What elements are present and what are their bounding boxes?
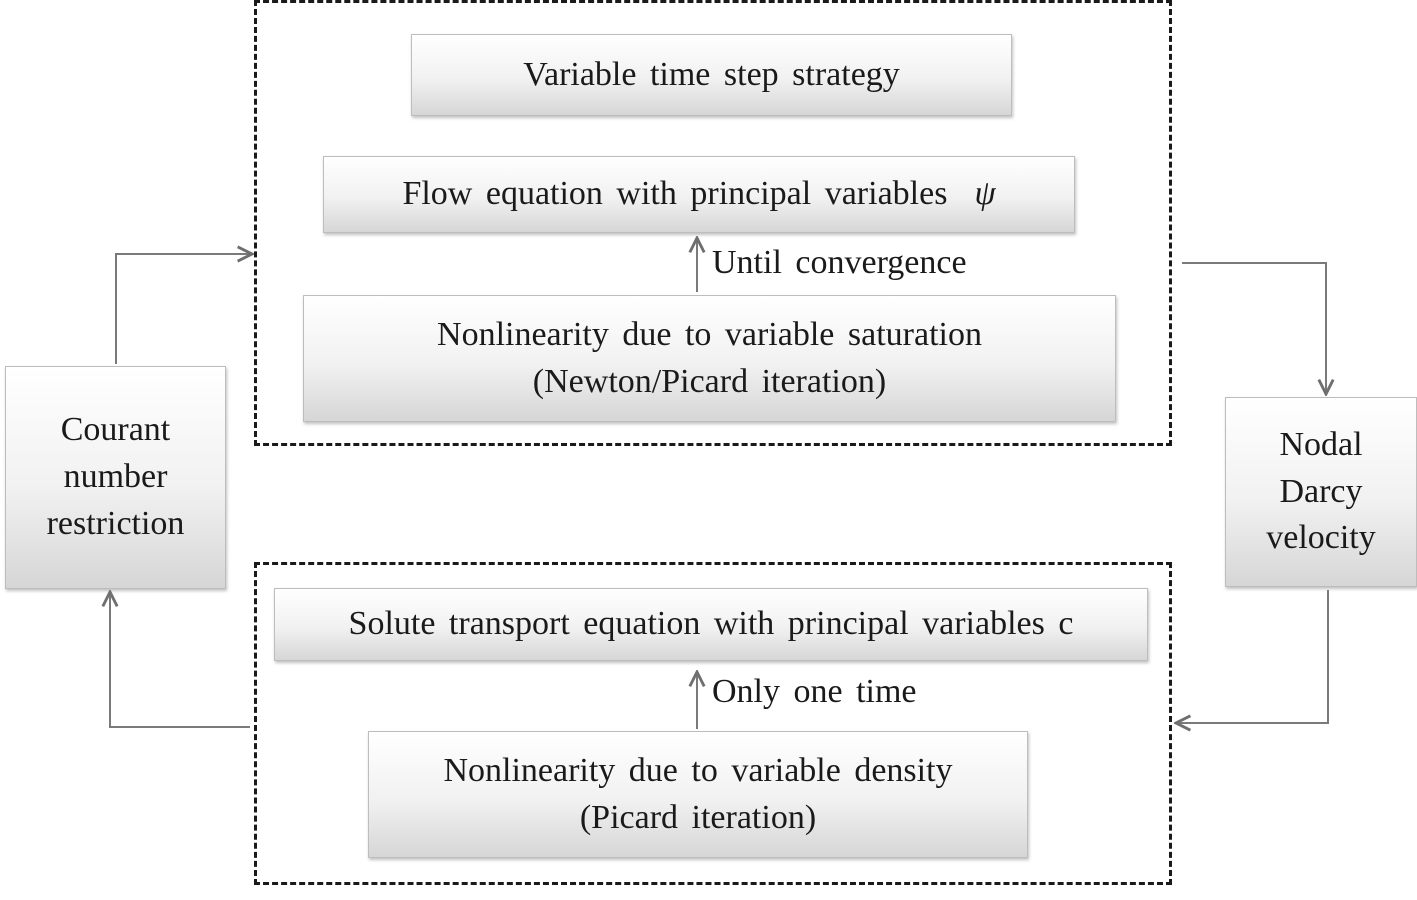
courant-line2: number (63, 458, 168, 496)
until-convergence-label: Until convergence (712, 244, 967, 281)
psi-symbol: ψ (974, 175, 996, 213)
darcy-line3: velocity (1266, 519, 1376, 557)
arrow-courant-to-flow (115, 254, 252, 364)
transport-group-frame (254, 562, 1172, 885)
courant-line3: restriction (46, 504, 185, 542)
flow-equation-box: Flow equation with principal variables ψ (323, 156, 1075, 233)
solute-transport-box: Solute transport equation with principal… (274, 588, 1148, 661)
flow-equation-label: Flow equation with principal variables ψ (402, 171, 995, 218)
density-nonlinearity-line1: Nonlinearity due to variable density (443, 751, 953, 789)
arrow-flow-to-darcy (1182, 262, 1326, 394)
nodal-darcy-velocity-box: Nodal Darcy velocity (1225, 397, 1417, 587)
time-step-strategy-label: Variable time step strategy (523, 55, 900, 93)
arrow-darcy-to-transport (1176, 590, 1329, 723)
courant-line1: Courant (60, 411, 171, 449)
density-nonlinearity-box: Nonlinearity due to variable density (Pi… (368, 731, 1028, 858)
time-step-strategy-box: Variable time step strategy (411, 34, 1012, 116)
saturation-nonlinearity-box: Nonlinearity due to variable saturation … (303, 295, 1116, 422)
arrow-transport-to-courant (110, 592, 250, 728)
flow-equation-text: Flow equation with principal variables (402, 175, 948, 213)
darcy-line1: Nodal (1279, 425, 1363, 463)
darcy-line2: Darcy (1279, 472, 1363, 510)
flow-group-frame (254, 0, 1172, 446)
saturation-nonlinearity-line2: (Newton/Picard iteration) (532, 362, 887, 400)
density-nonlinearity-line2: (Picard iteration) (579, 798, 817, 836)
saturation-nonlinearity-line1: Nonlinearity due to variable saturation (437, 315, 982, 353)
solute-transport-label: Solute transport equation with principal… (348, 605, 1074, 643)
courant-restriction-box: Courant number restriction (5, 366, 226, 589)
only-one-time-label: Only one time (712, 673, 917, 710)
